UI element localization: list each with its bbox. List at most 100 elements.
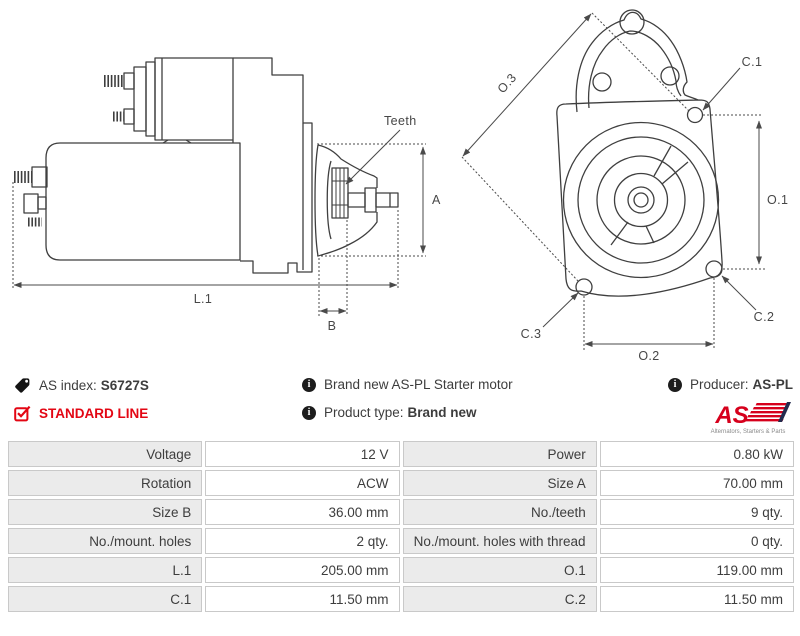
product-line-row: STANDARD LINE [14,405,148,422]
front-view-drawing [556,9,723,297]
gear-teeth-lines [332,168,348,218]
stud-nut-lower [123,108,135,125]
terminal-nut [23,193,39,214]
as-pl-logo-graphic: AS Alternators, Starters & Parts [711,402,791,435]
info-icon: i [302,377,316,392]
product-type-text: Product type:Brand new [324,405,477,420]
dim-label-teeth: Teeth [384,114,417,128]
shaft-tip [375,192,399,208]
producer-row: i Producer:AS-PL [668,377,793,392]
terminal-step [37,196,47,210]
solenoid-cap2 [133,66,147,132]
top-bracket-outer [575,11,699,113]
motor-body [45,142,241,261]
producer-text: Producer:AS-PL [690,377,793,392]
as-index-row: AS index:S6727S [14,377,149,394]
bell-flange-arc [314,144,319,257]
dim-label-c1: C.1 [742,55,763,69]
hole-c3 [575,278,593,296]
bracket-top-hole [619,9,645,35]
technical-drawing: Teeth A L.1 B [12,9,788,363]
logo-stripes [744,403,787,422]
spec-label: L.1 [8,557,203,583]
dim-label-c3: C.3 [521,327,542,341]
spec-value: 11.50 mm [599,586,794,612]
dim-label-o2: O.2 [638,349,659,363]
face-circle-2 [577,136,705,264]
drive-housing [233,57,313,274]
product-line-badge: STANDARD LINE [39,406,149,421]
dim-label-o3: O.3 [495,71,520,96]
bell-inner-arc [326,160,332,240]
spec-value: 11.50 mm [205,586,400,612]
mounting-flange [556,99,723,297]
shaft-ring [627,186,655,214]
hole-c2 [705,260,723,278]
spec-label: Rotation [8,470,203,496]
spec-label: C.1 [8,586,203,612]
dim-label-a: A [432,193,441,207]
spec-value: 12 V [205,441,400,467]
front-view-dimensions [461,12,767,350]
logo-as-text: AS [714,402,748,429]
producer-label: Producer: [690,377,749,392]
side-view-dimensions [12,129,426,316]
face-circle-outer [562,121,720,279]
spec-label: C.2 [402,586,597,612]
solenoid-bracket [162,139,192,144]
dim-label-l1: L.1 [194,292,213,306]
info-icon: i [668,377,682,392]
spec-value: 36.00 mm [205,499,400,525]
spec-value: 9 qty. [599,499,794,525]
face-spokes [610,145,689,246]
spec-value: 0.80 kW [599,441,794,467]
spec-label: No./teeth [402,499,597,525]
spec-value: 119.00 mm [599,557,794,583]
hole-c1 [686,106,704,124]
spec-label: No./mount. holes [8,528,203,554]
dim-label-c2: C.2 [754,310,775,324]
description-text: Brand new AS-PL Starter motor [324,377,513,392]
dim-label-b: B [328,319,337,333]
bell-outline [317,144,378,257]
product-type-label: Product type: [324,405,404,420]
stud-nut-upper [123,72,135,90]
solenoid-cap1 [145,61,156,137]
spec-table: Voltage 12 V Power 0.80 kW Rotation ACW … [8,441,794,612]
dim-label-o1: O.1 [767,193,788,207]
bracket-right-hole [660,66,680,86]
face-hub [613,172,669,228]
spec-value: 0 qty. [599,528,794,554]
shaft-collar [364,187,377,213]
spec-label: Voltage [8,441,203,467]
producer-value: AS-PL [752,377,794,392]
top-bracket-inner [587,30,682,109]
logo-tagline: Alternators, Starters & Parts [711,429,786,435]
shaft [347,192,366,208]
side-view-drawing [14,57,399,274]
tag-icon [15,378,30,393]
spec-label: O.1 [402,557,597,583]
spec-label: Size B [8,499,203,525]
terminal-block [31,166,48,188]
spec-value: ACW [205,470,400,496]
spec-label: No./mount. holes with thread [402,528,597,554]
bracket-left-hole [592,72,612,92]
solenoid-body [154,57,234,141]
product-type-value: Brand new [407,405,477,420]
product-type-row: i Product type:Brand new [302,405,477,420]
spec-label: Power [402,441,597,467]
spec-label: Size A [402,470,597,496]
spec-value: 205.00 mm [205,557,400,583]
spec-value: 70.00 mm [599,470,794,496]
as-index-label: AS index: [39,378,97,393]
as-index-text: AS index:S6727S [39,378,149,393]
info-icon: i [302,405,316,420]
logo-dark-slash [778,402,791,422]
checkbox-icon [14,405,31,422]
as-index-value: S6727S [100,378,149,393]
description-row: i Brand new AS-PL Starter motor [302,377,513,392]
face-circle-3 [596,155,686,245]
shaft-center [633,192,649,208]
as-pl-logo: AS Alternators, Starters & Parts [700,400,796,441]
